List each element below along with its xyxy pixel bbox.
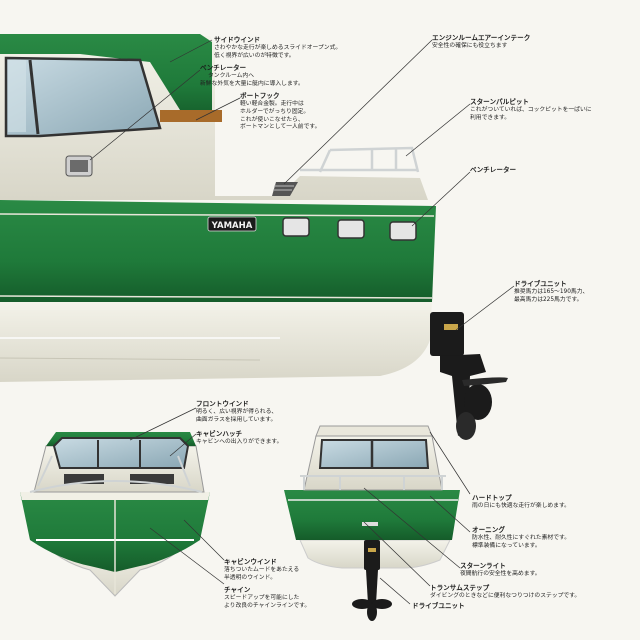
- annotation-line: 新鮮な外気を大量に艇内に導入します。: [200, 80, 304, 87]
- annotation-chine: チャイン スピードアップを可能にした より改良のチャインラインです。: [224, 586, 310, 611]
- annotation-line: タンクルーム内へ: [208, 72, 255, 79]
- annotation-title: ベンチレーター: [200, 64, 247, 72]
- annotation-stern-light: スターンライト 夜間航行の安全性を高めます。: [460, 562, 541, 579]
- annotation-title: オーニング: [472, 526, 505, 534]
- rear-view-boat: [284, 425, 460, 621]
- yamaha-badge-plate: [207, 216, 257, 232]
- annotation-hardtop: ハードトップ 雨の日にも快適な走行が楽しめます。: [472, 494, 570, 511]
- annotation-line: 落ちついたムードをあたえる: [224, 566, 300, 573]
- stern-pulpit-rail: [300, 146, 420, 173]
- annotation-line: 防水性、耐久性にすぐれた素材です。: [472, 534, 571, 541]
- annotation-title: ドライブユニット: [514, 280, 567, 288]
- yamaha-badge: YAMAHA: [211, 221, 253, 231]
- annotation-title: サイドウインド: [214, 36, 261, 44]
- annotation-stern-pulpit: スターンパルピット これがついていれば、コックピットを一ぱいに 利用できます。: [470, 98, 592, 123]
- annotation-drive-unit-bottom: ドライブユニット: [412, 602, 465, 611]
- annotation-line: より改良のチャインラインです。: [224, 602, 311, 609]
- annotation-line: キャビンへの出入りができます。: [196, 438, 283, 445]
- drive-unit-rear: [352, 540, 392, 621]
- annotation-cabin-window: キャビンウインド 落ちついたムードをあたえる 半透明のウインド。: [224, 558, 299, 583]
- annotation-title: ボートフック: [240, 92, 280, 100]
- annotation-ventilator-top: ベンチレーター タンクルーム内へ 新鮮な外気を大量に艇内に導入します。: [200, 64, 304, 89]
- annotation-title: ベンチレーター: [470, 166, 517, 174]
- annotation-title: チャイン: [224, 586, 251, 594]
- annotation-title: ドライブユニット: [412, 602, 465, 610]
- annotation-cabin-hatch: キャビンハッチ キャビンへの出入りができます。: [196, 430, 282, 447]
- annotation-line: ホルダーでがっちり固定。: [240, 108, 310, 115]
- annotation-title: トランサムステップ: [430, 584, 490, 592]
- side-view-boat: YAMAHA: [0, 34, 508, 440]
- annotation-front-window: フロントウインド 明るく、広い視界が得られる、 曲面ガラスを採用しています。: [196, 400, 277, 425]
- annotation-line: さわやかな走行が楽しめるスライドオープン式。: [214, 44, 342, 51]
- drive-unit-side: [430, 312, 508, 440]
- rear-hull-green: [284, 490, 460, 540]
- leader-lines: [89, 39, 515, 605]
- annotation-line: 曲面ガラスを採用しています。: [196, 416, 277, 423]
- annotation-title: スターンライト: [460, 562, 506, 570]
- annotation-drive-unit-top: ドライブユニット 推奨馬力は165〜190馬力、 最高馬力は225馬力です。: [514, 280, 588, 305]
- annotation-title: ハードトップ: [472, 494, 512, 502]
- annotation-title: キャビンウインド: [224, 558, 277, 566]
- annotation-boat-hook: ボートフック 軽い軽合金製。走行中は ホルダーでがっちり固定。 これが使いこなせ…: [240, 92, 320, 132]
- annotation-line: 標準装備になっています。: [472, 542, 541, 549]
- annotation-transom-step: トランサムステップ ダイビングのときなどに便利なつりつけのステップです。: [430, 584, 580, 601]
- annotation-line: 低く視界が広いのが特徴です。: [214, 52, 295, 59]
- side-hull-green: [0, 200, 436, 302]
- annotation-line: 推奨馬力は165〜190馬力、: [514, 288, 589, 295]
- annotation-line: ボートマンとして一人前です。: [240, 124, 321, 131]
- annotation-side-window: サイドウインド さわやかな走行が楽しめるスライドオープン式。 低く視界が広いのが…: [214, 36, 341, 61]
- side-roof-green: [0, 34, 212, 120]
- annotation-title: フロントウインド: [196, 400, 249, 408]
- annotation-line: 夜間航行の安全性を高めます。: [460, 570, 541, 577]
- annotation-line: ダイビングのときなどに便利なつりつけのステップです。: [430, 592, 581, 599]
- front-view-boat: [20, 432, 210, 597]
- annotation-line: スピードアップを可能にした: [224, 594, 300, 601]
- annotation-line: 最高馬力は225馬力です。: [514, 296, 583, 303]
- annotation-line: 雨の日にも快適な走行が楽しめます。: [472, 502, 570, 509]
- annotation-title: スターンパルピット: [470, 98, 530, 106]
- annotation-ventilator-right: ベンチレーター: [470, 166, 516, 175]
- annotation-line: 利用できます。: [470, 114, 510, 121]
- side-hull-bottom: [0, 300, 432, 382]
- annotation-line: 明るく、広い視界が得られる、: [196, 408, 278, 415]
- annotation-line: これがついていれば、コックピットを一ぱいに: [470, 106, 592, 113]
- annotation-awning: オーニング 防水性、耐久性にすぐれた素材です。 標準装備になっています。: [472, 526, 570, 551]
- annotation-title: エンジンルームエアーインテーク: [432, 34, 531, 42]
- annotation-line: 軽い軽合金製。走行中は: [240, 100, 304, 107]
- annotation-line: 安全性の確保にも役立ちます: [432, 42, 508, 49]
- annotation-title: キャビンハッチ: [196, 430, 243, 438]
- annotation-line: 半透明のウインド。: [224, 574, 277, 581]
- annotation-engine-air-intake: エンジンルームエアーインテーク 安全性の確保にも役立ちます: [432, 34, 530, 51]
- annotation-line: これが使いこなせたら、: [240, 116, 304, 123]
